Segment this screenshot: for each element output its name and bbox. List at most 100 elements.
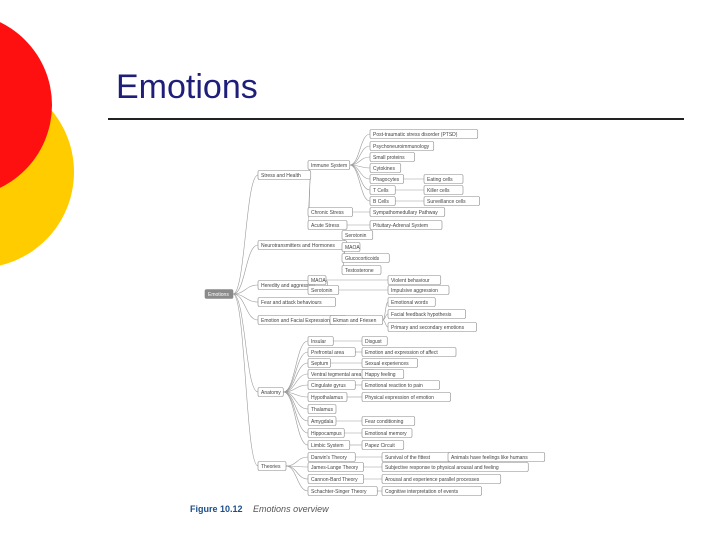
node-theory-leaf: Cognitive interpretation of events	[381, 486, 482, 496]
node-immune-item-label: Post-traumatic stress disorder (PTSD)	[373, 132, 458, 138]
node-immune-item-label: B Cells	[373, 199, 389, 205]
branch-anatomy-label: Anatomy	[261, 390, 281, 396]
branch-anatomy: Anatomy	[257, 387, 284, 397]
node-anatomy-item-box	[307, 428, 345, 438]
node-immune-item-box	[369, 196, 396, 206]
node-facial-leaf: Emotional words	[387, 297, 436, 307]
node-theory-leaf: Subjective response to physical arousal …	[381, 462, 529, 472]
node-anatomy-leaf: Physical expression of emotion	[361, 392, 451, 402]
node-neuro-item: Glucocorticoids	[341, 253, 390, 263]
node-chronic-box	[307, 207, 353, 217]
root-node-label: Emotions	[208, 292, 229, 298]
node-anatomy-item: Cingulate gyrus	[307, 380, 356, 390]
node-immune-box	[307, 160, 351, 170]
node-facial-item: Ekman and Friesen	[329, 315, 384, 325]
node-immune-item-box	[369, 141, 435, 151]
node-theory-subleaf: Animals have feelings like humans	[447, 452, 546, 462]
node-anatomy-leaf-box	[361, 347, 457, 357]
node-heredity-item-box	[307, 285, 340, 295]
node-theory-item-label: Darwin's Theory	[311, 455, 347, 461]
node-neuro-item-box	[341, 242, 361, 252]
node-anatomy-item-box	[307, 358, 331, 368]
connector-line	[382, 319, 389, 328]
node-anatomy-item-label: Thalamus	[311, 407, 333, 413]
branch-heredity-label: Heredity and aggression	[261, 283, 315, 289]
node-chronic-item-label: Sympathomedullary Pathway	[373, 210, 438, 216]
node-immune-item-box	[369, 152, 415, 162]
node-theory-item: Darwin's Theory	[307, 452, 356, 462]
node-immune-item-box	[369, 129, 479, 139]
branch-theories-label: Theories	[261, 464, 281, 470]
node-anatomy-item-label: Insular	[311, 339, 326, 345]
node-theory-item: Schachter-Singer Theory	[307, 486, 378, 496]
node-heredity-item-label: Serotonin	[311, 288, 333, 294]
node-immune-leaf-label: Eating cells	[427, 177, 453, 183]
node-immune-leaf: Killer cells	[423, 185, 464, 195]
node-immune-item-label: Psychoneuroimmunology	[373, 144, 430, 150]
node-theory-leaf-label: Cognitive interpretation of events	[385, 489, 459, 495]
node-anatomy-leaf-box	[361, 428, 413, 438]
node-immune-item: B Cells	[369, 196, 396, 206]
node-anatomy-leaf-box	[361, 358, 418, 368]
branch-facial-label: Emotion and Facial Expressions	[261, 318, 333, 324]
node-heredity-leaf: Violent behaviour	[387, 275, 442, 285]
connector-line	[382, 301, 389, 321]
branch-stress_health-box	[257, 170, 312, 180]
node-facial-leaf-label: Primary and secondary emotions	[391, 325, 465, 331]
node-theory-item-box	[307, 452, 356, 462]
node-acute-item-label: Pituitary-Adrenal System	[373, 223, 428, 229]
node-heredity-leaf-label: Violent behaviour	[391, 278, 430, 284]
slide-title: Emotions	[116, 68, 258, 106]
node-anatomy-item: Amygdala	[307, 416, 337, 426]
node-neuro-item-label: MAOA	[345, 245, 360, 251]
node-anatomy-leaf-label: Emotional reaction to pain	[365, 383, 423, 389]
node-immune-leaf-box	[423, 174, 464, 184]
node-anatomy-leaf-box	[361, 392, 451, 402]
node-theory-leaf-label: Arousal and experience parallel processe…	[385, 477, 480, 483]
node-immune-item-box	[369, 185, 396, 195]
branch-fear: Fear and attack behaviours	[257, 297, 336, 307]
node-immune-item: T Cells	[369, 185, 396, 195]
branch-theories-box	[257, 461, 287, 471]
node-anatomy-leaf: Fear conditioning	[361, 416, 416, 426]
node-neuro-item: Serotonin	[341, 230, 374, 240]
connector-line	[283, 391, 309, 434]
node-theory-leaf: Survival of the fittest	[381, 452, 452, 462]
node-anatomy-item: Prefrontal area	[307, 347, 356, 357]
node-neuro-item-label: Glucocorticoids	[345, 256, 380, 262]
node-immune-item: Phagocytes	[369, 174, 404, 184]
node-immune-leaf: Surveillance cells	[423, 196, 480, 206]
node-anatomy-item-label: Hippocampus	[311, 431, 342, 437]
node-immune-leaf-label: Killer cells	[427, 188, 450, 194]
node-anatomy-leaf: Disgust	[361, 336, 388, 346]
figure-number: Figure 10.12	[190, 504, 243, 514]
branch-stress_health-label: Stress and Health	[261, 173, 301, 179]
connector-line	[283, 391, 309, 422]
node-theory-item-box	[307, 474, 364, 484]
node-heredity-item: MAOA	[307, 275, 326, 285]
connector-line	[285, 456, 309, 467]
node-anatomy-item-box	[307, 440, 351, 450]
node-anatomy-leaf: Papez Circuit	[361, 440, 405, 450]
node-anatomy-leaf-box	[361, 440, 405, 450]
node-acute: Acute Stress	[307, 220, 348, 230]
node-anatomy-leaf: Sexual experiences	[361, 358, 418, 368]
node-immune-item-label: Small proteins	[373, 155, 405, 161]
node-theory-item-label: Schachter-Singer Theory	[311, 489, 367, 495]
node-heredity-leaf-box	[387, 275, 442, 285]
node-anatomy-item-label: Cingulate gyrus	[311, 383, 346, 389]
node-theory-item-label: James-Lange Theory	[311, 465, 359, 471]
node-immune-item-label: Phagocytes	[373, 177, 400, 183]
node-anatomy-item: Thalamus	[307, 404, 337, 414]
node-neuro-item-label: Serotonin	[345, 233, 367, 239]
node-facial-leaf-label: Emotional words	[391, 300, 428, 306]
node-anatomy-item-label: Limbic System	[311, 443, 344, 449]
branch-neuro-label: Neurotransmitters and Hormones	[261, 243, 335, 249]
node-anatomy-item-box	[307, 416, 337, 426]
figure-caption: Figure 10.12 Emotions overview	[190, 504, 329, 514]
node-facial-leaf-box	[387, 309, 466, 319]
node-anatomy-item: Limbic System	[307, 440, 351, 450]
node-anatomy-leaf-label: Emotional memory	[365, 431, 407, 437]
node-theory-leaf-label: Subjective response to physical arousal …	[385, 465, 499, 471]
node-acute-item: Pituitary-Adrenal System	[369, 220, 443, 230]
